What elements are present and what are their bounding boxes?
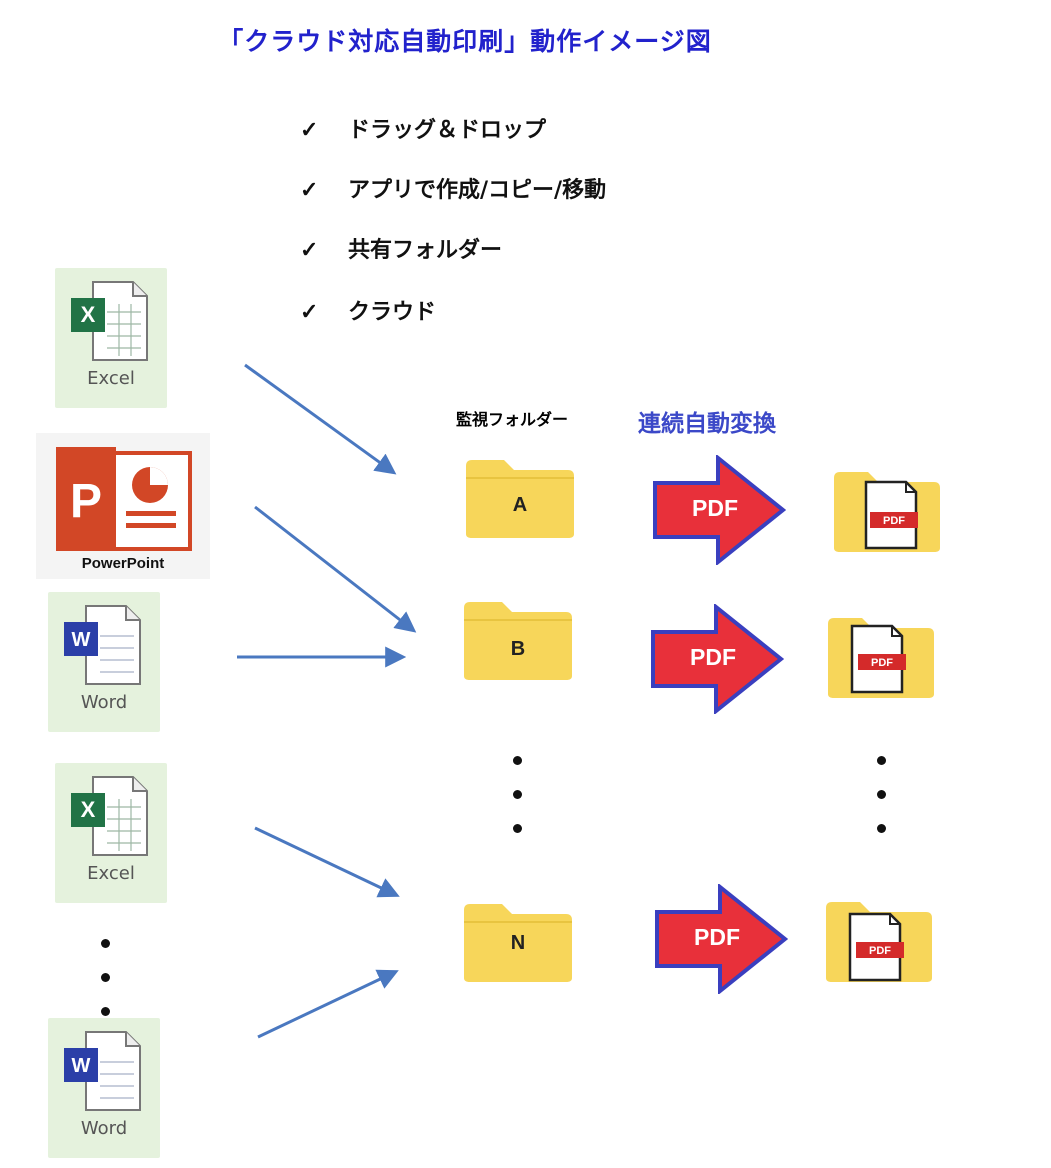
- folder-letter: N: [510, 932, 526, 954]
- right-arrow-icon: [651, 602, 785, 716]
- monitor-folder-a: A: [464, 456, 576, 538]
- source-file-word: W Word: [48, 592, 160, 732]
- pdf-conversion-arrow: PDF: [650, 602, 785, 716]
- file-caption: Word: [80, 1118, 128, 1139]
- word-icon: W: [64, 605, 141, 685]
- source-file-word: W Word: [48, 1018, 160, 1158]
- file-caption: Excel: [87, 863, 135, 884]
- checklist-item-label: ドラッグ＆ドロップ: [348, 117, 547, 143]
- folder-icon: [464, 602, 572, 680]
- more-sources-ellipsis: [96, 935, 116, 1020]
- check-icon: ✓: [300, 117, 319, 143]
- pdf-badge: PDF: [883, 515, 905, 527]
- monitor-folder-label: 監視フォルダー: [456, 410, 569, 429]
- powerpoint-icon: P: [56, 447, 192, 551]
- checklist-item: ✓ 共有フォルダー: [300, 232, 502, 264]
- svg-text:X: X: [81, 302, 96, 327]
- flow-arrow: [244, 363, 397, 475]
- output-folder: PDF: [832, 466, 942, 556]
- checklist-item-label: アプリで作成/コピー/移動: [348, 177, 607, 203]
- svg-text:P: P: [70, 475, 102, 528]
- check-icon: ✓: [300, 177, 319, 203]
- output-folder: PDF: [826, 612, 936, 702]
- file-caption: Word: [80, 692, 128, 713]
- pdf-arrow-label: PDF: [692, 495, 738, 521]
- more-outputs-ellipsis: [872, 752, 892, 837]
- checklist-item-label: クラウド: [348, 299, 437, 325]
- right-arrow-icon: [653, 453, 787, 567]
- input-methods-checklist: ✓ ドラッグ＆ドロップ ✓ アプリで作成/コピー/移動 ✓ 共有フォルダー ✓ クラウド: [300, 100, 685, 335]
- folder-letter: B: [510, 638, 526, 660]
- pdf-conversion-arrow: PDF: [654, 882, 789, 996]
- pdf-arrow-label: PDF: [690, 644, 736, 670]
- word-icon: W: [64, 1031, 141, 1111]
- pdf-folder-icon: PDF: [828, 618, 934, 698]
- output-folder: PDF: [824, 896, 934, 986]
- pdf-folder-icon: PDF: [826, 902, 932, 982]
- pdf-folder-icon: PDF: [834, 472, 940, 552]
- folder-letter: A: [512, 494, 528, 516]
- flow-arrow: [254, 826, 400, 898]
- source-file-excel: X Excel: [55, 763, 167, 903]
- flow-arrow: [257, 969, 399, 1039]
- excel-icon: X: [71, 281, 148, 361]
- source-file-excel: X Excel: [55, 268, 167, 408]
- excel-icon: X: [71, 776, 148, 856]
- checklist-item-label: 共有フォルダー: [348, 237, 503, 263]
- svg-text:X: X: [81, 797, 96, 822]
- checklist-item: ✓ ドラッグ＆ドロップ: [300, 112, 546, 144]
- continuous-conversion-label: 連続自動変換: [638, 411, 776, 437]
- folder-icon: [466, 460, 574, 538]
- source-file-powerpoint: P PowerPoint: [36, 433, 210, 579]
- checklist-item: ✓ アプリで作成/コピー/移動: [300, 172, 606, 204]
- folder-icon: [464, 904, 572, 982]
- file-caption: PowerPoint: [81, 555, 165, 572]
- flow-arrow: [254, 505, 417, 633]
- svg-text:W: W: [72, 629, 91, 651]
- right-arrow-icon: [655, 882, 789, 996]
- file-caption: Excel: [87, 368, 135, 389]
- monitor-folder-n: N: [462, 900, 574, 982]
- pdf-badge: PDF: [871, 657, 893, 669]
- diagram-title: 「クラウド対応自動印刷」動作イメージ図: [218, 27, 712, 56]
- svg-text:W: W: [72, 1055, 91, 1077]
- monitor-folder-b: B: [462, 598, 574, 680]
- pdf-arrow-label: PDF: [694, 924, 740, 950]
- pdf-conversion-arrow: PDF: [652, 453, 787, 567]
- check-icon: ✓: [300, 299, 319, 325]
- check-icon: ✓: [300, 237, 319, 263]
- pdf-badge: PDF: [869, 945, 891, 957]
- checklist-item: ✓ クラウド: [300, 294, 436, 326]
- more-folders-ellipsis: [508, 752, 528, 837]
